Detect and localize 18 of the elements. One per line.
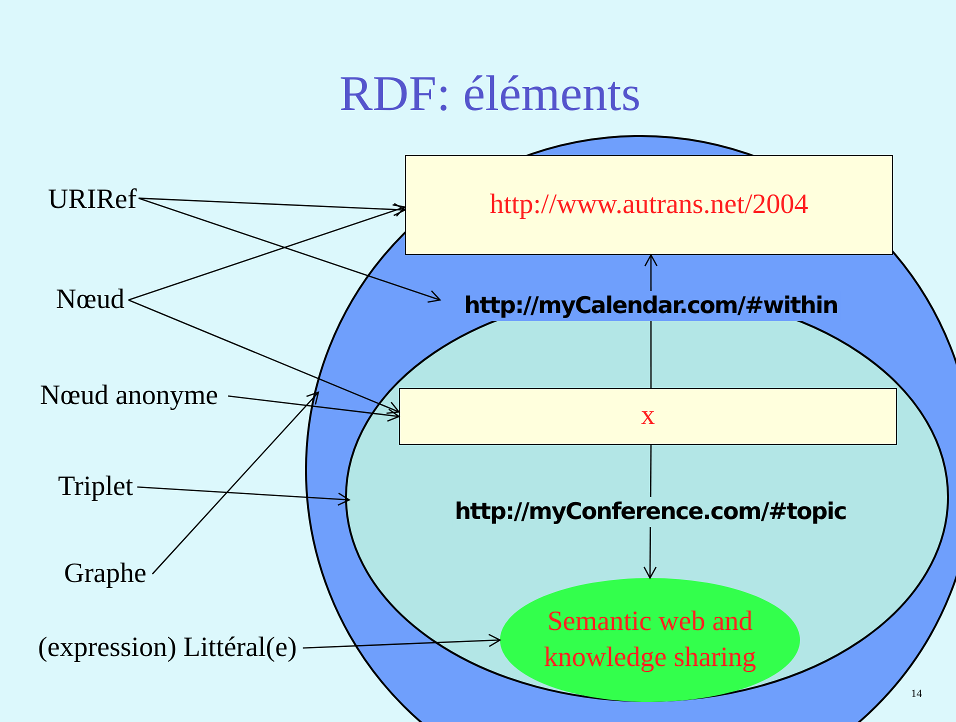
term-label: (expression) Littéral(e): [38, 630, 297, 666]
arrow: [228, 395, 400, 422]
blank-node-box: x: [399, 388, 897, 445]
uri-box: http://www.autrans.net/2004: [405, 155, 893, 255]
arrow: [302, 634, 501, 649]
arrow: [128, 204, 406, 301]
term-label: Triplet: [58, 469, 134, 505]
leader-arrow: [138, 198, 441, 303]
term-label: Nœud: [56, 282, 124, 318]
arrow: [128, 299, 400, 414]
slide-title: RDF: éléments: [338, 68, 642, 118]
term-label: URIRef: [48, 182, 137, 218]
arrow: [138, 198, 406, 216]
arrow: [137, 486, 350, 506]
page-number: 14: [911, 688, 922, 700]
term-label: Nœud anonyme: [40, 378, 218, 414]
arrow: [152, 392, 320, 574]
term-label: Graphe: [64, 556, 146, 592]
